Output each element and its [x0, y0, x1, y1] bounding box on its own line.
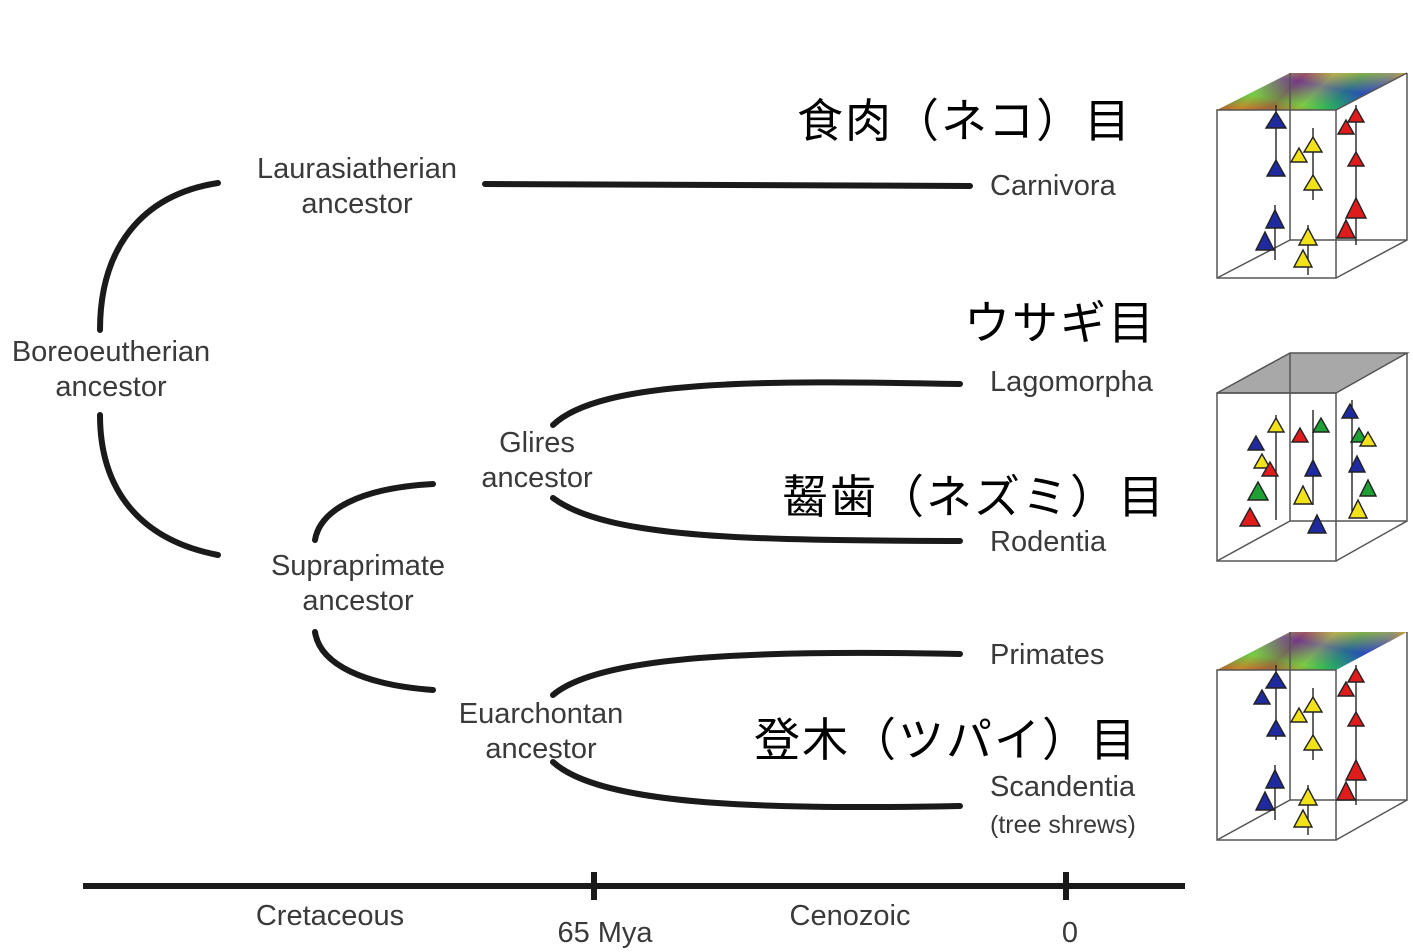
branch-primates: [550, 649, 963, 698]
jp-label-scandentia: 登木（ツパイ）目: [754, 713, 1138, 767]
branch-supraprimate-euarchontan: [312, 629, 436, 693]
branch-boreo-laurasia: [97, 180, 221, 333]
taxon-lagomorpha: Lagomorpha: [990, 366, 1153, 398]
neurons-glires: [1238, 400, 1378, 534]
branch-rodentia: [550, 495, 963, 544]
node-supraprimate: Supraprimate ancestor: [270, 550, 446, 617]
branch-supraprimate-glires: [312, 481, 436, 543]
jp-label-carnivora: 食肉（ネコ）目: [797, 94, 1133, 148]
timeline-label-0: 0: [1061, 917, 1079, 949]
node-glires: Glires ancestor: [481, 427, 593, 494]
timeline-label-cenozoic: Cenozoic: [789, 900, 911, 932]
neurons-euarchonta: [1252, 665, 1368, 835]
taxon-carnivora: Carnivora: [990, 170, 1116, 202]
jp-label-lagomorpha: ウサギ目: [964, 296, 1156, 350]
timeline-label-cretaceous: Cretaceous: [255, 900, 405, 932]
cortex-cube-carnivora: [1216, 72, 1408, 279]
jp-label-rodentia: 齧歯（ネズミ）目: [782, 470, 1166, 524]
branch-lagomorpha: [550, 379, 963, 428]
branch-scandentia: [550, 759, 963, 811]
timeline-label-65mya: 65 Mya: [557, 917, 653, 949]
node-euarchontan: Euarchontan ancestor: [458, 698, 624, 765]
taxon-scandentia: Scandentia: [990, 771, 1136, 803]
taxon-primates: Primates: [990, 639, 1105, 671]
node-laurasiatherian: Laurasiatherian ancestor: [257, 153, 457, 220]
cortex-cube-glires: [1216, 352, 1410, 562]
taxon-scandentia-note: (tree shrews): [990, 811, 1136, 839]
branch-boreo-supraprimate: [97, 412, 221, 558]
neurons-carnivora: [1254, 105, 1368, 275]
taxon-rodentia: Rodentia: [990, 526, 1107, 558]
node-boreoeutherian: Boreoeutherian ancestor: [11, 336, 211, 403]
branch-carnivora: [482, 181, 973, 189]
